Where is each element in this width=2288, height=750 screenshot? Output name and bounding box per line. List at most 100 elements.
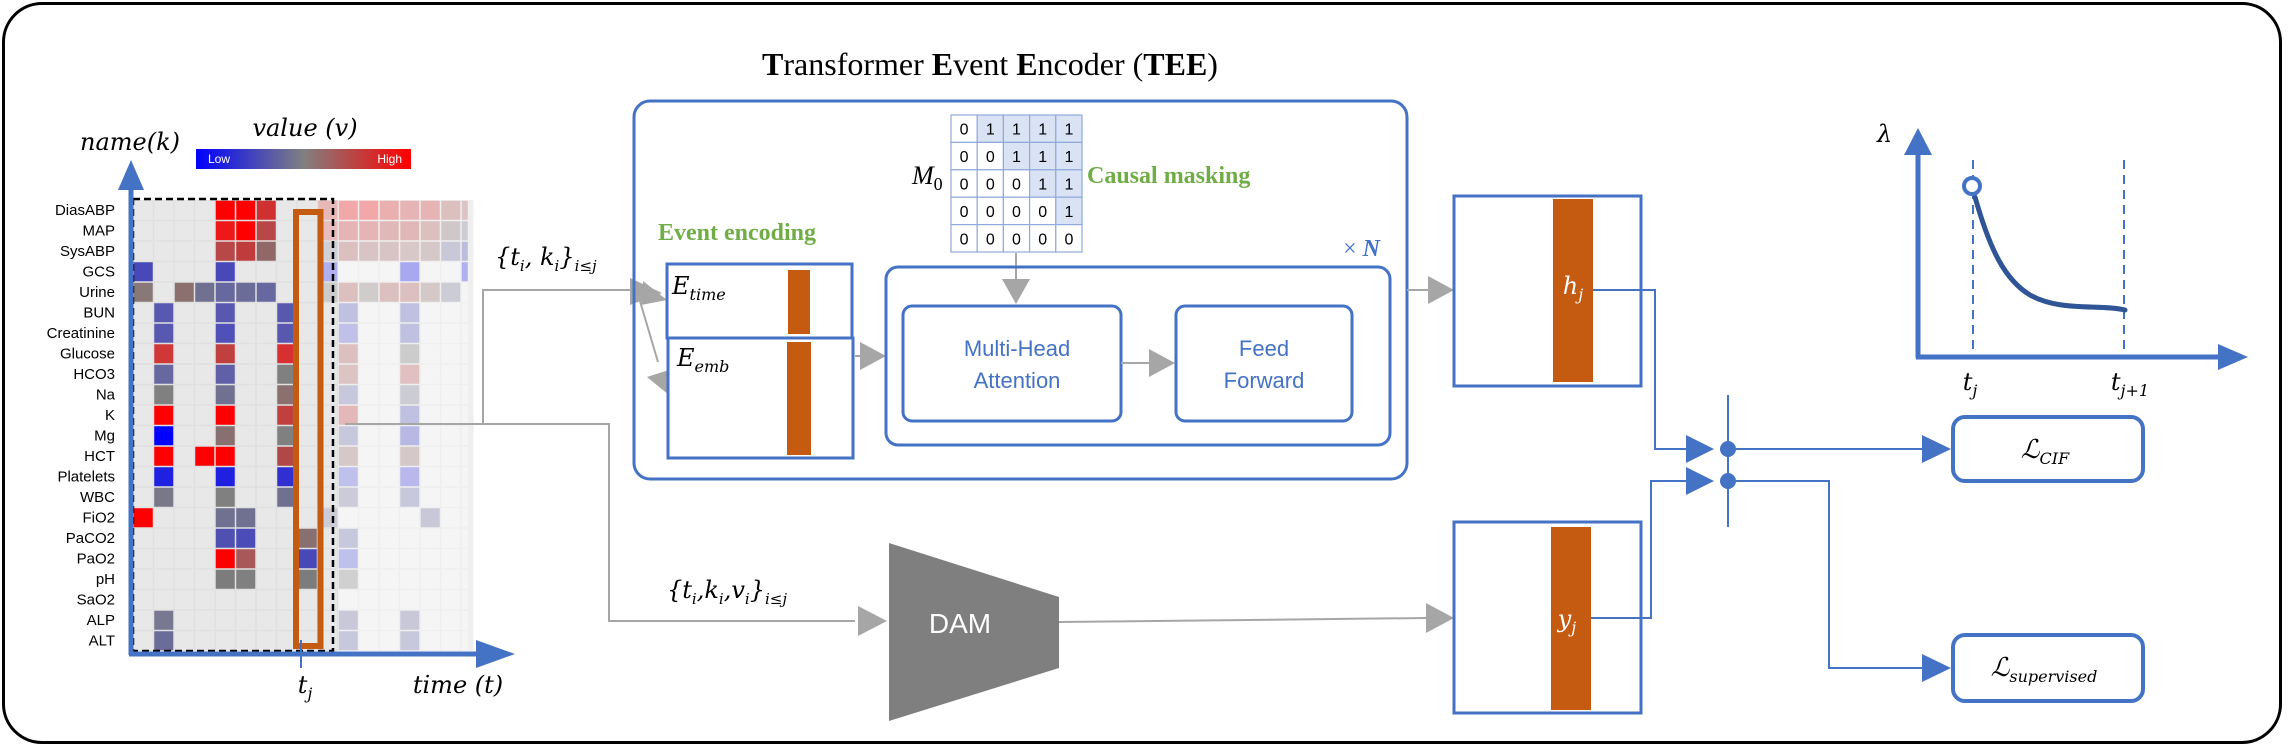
heatmap-cell — [195, 631, 215, 651]
feed-forward-block[interactable] — [1174, 304, 1354, 423]
loss-cif-box[interactable] — [1951, 415, 2145, 483]
heatmap-cell — [379, 364, 399, 384]
heatmap-cell — [133, 405, 153, 425]
row-label: HCO3 — [73, 366, 115, 383]
heatmap-cell — [441, 200, 461, 220]
heatmap-cell — [154, 569, 174, 589]
heatmap-cell — [420, 282, 440, 302]
heatmap-cell — [133, 610, 153, 630]
heatmap-cell — [379, 241, 399, 261]
heatmap-cell — [400, 364, 420, 384]
heatmap-cell — [420, 364, 440, 384]
heatmap-cell — [297, 241, 317, 261]
heatmap-cell — [215, 282, 235, 302]
heatmap-cell — [277, 364, 297, 384]
heatmap-cell — [277, 610, 297, 630]
heatmap-cell — [256, 241, 276, 261]
event-heatmap: DiasABPMAPSysABPGCSUrineBUNCreatinineGlu… — [47, 197, 474, 653]
loss-supervised-box[interactable] — [1951, 633, 2145, 703]
heatmap-cell — [133, 241, 153, 261]
heatmap-cell — [174, 262, 194, 282]
title-part: ransformer — [783, 46, 931, 82]
heatmap-cell — [379, 549, 399, 569]
multi-head-attention-block[interactable] — [901, 304, 1123, 423]
heatmap-cell — [379, 590, 399, 610]
mask-cell-value: 0 — [1038, 231, 1047, 248]
heatmap-cell — [441, 446, 461, 466]
tj-tick-label: tj — [298, 671, 313, 703]
heatmap-cell — [441, 569, 461, 589]
e-emb-box[interactable] — [666, 336, 855, 460]
heatmap-cell — [297, 508, 317, 528]
heatmap-cell — [379, 487, 399, 507]
heatmap-cell — [400, 262, 420, 282]
heatmap-cell — [338, 200, 358, 220]
heatmap-cell — [215, 528, 235, 548]
heatmap-cell — [195, 385, 215, 405]
heatmap-cell — [256, 405, 276, 425]
heatmap-cell — [195, 282, 215, 302]
heatmap-cell — [441, 344, 461, 364]
heatmap-cell — [461, 446, 468, 466]
dam-to-y-wire — [1058, 617, 1427, 623]
lambda-label: λ — [1876, 120, 1892, 148]
heatmap-cell — [133, 303, 153, 323]
heatmap-cell — [133, 487, 153, 507]
heatmap-cell — [461, 364, 468, 384]
heatmap-cell — [215, 631, 235, 651]
row-label: ALP — [87, 612, 115, 629]
heatmap-cell — [277, 385, 297, 405]
row-label: WBC — [80, 489, 115, 506]
heatmap-cell — [195, 590, 215, 610]
heatmap-cell — [195, 528, 215, 548]
heatmap-cell — [236, 467, 256, 487]
heatmap-cell — [441, 549, 461, 569]
heatmap-cell — [400, 569, 420, 589]
heatmap-cell — [215, 405, 235, 425]
heatmap-cell — [400, 446, 420, 466]
heatmap-cell — [256, 303, 276, 323]
heatmap-cell — [133, 262, 153, 282]
heatmap-cell — [338, 221, 358, 241]
heatmap-cell — [133, 344, 153, 364]
heatmap-cell — [277, 405, 297, 425]
heatmap-cell — [461, 549, 468, 569]
heatmap-cell — [277, 549, 297, 569]
heatmap-cell — [154, 631, 174, 651]
loss-supervised-label: ℒsupervised — [1991, 653, 2098, 686]
heatmap-cell — [420, 446, 440, 466]
tee-to-h-arrowhead — [1428, 276, 1454, 304]
heatmap-cell — [359, 405, 379, 425]
heatmap-cell — [174, 364, 194, 384]
heatmap-cell — [359, 262, 379, 282]
heatmap-cell — [400, 508, 420, 528]
heatmap-cell — [400, 241, 420, 261]
dam-block[interactable] — [889, 543, 1059, 721]
event-encoding-label: Event encoding — [658, 220, 816, 246]
row-label: K — [105, 407, 115, 424]
row-label: MAP — [82, 223, 115, 240]
heatmap-cell — [215, 385, 235, 405]
heatmap-cell — [441, 364, 461, 384]
title-part: E — [932, 46, 953, 82]
heatmap-cell — [236, 508, 256, 528]
heatmap-cell — [256, 569, 276, 589]
transformer-layer-stack[interactable] — [884, 265, 1392, 447]
intensity-plot: λ tj tj+1 — [1876, 120, 2248, 400]
heatmap-cell — [256, 364, 276, 384]
heatmap-cell — [297, 590, 317, 610]
mha-to-ff-arrowhead — [1149, 349, 1175, 377]
heatmap-cell — [359, 446, 379, 466]
heatmap-cell — [441, 590, 461, 610]
heatmap-cell — [338, 344, 358, 364]
title-part: ncoder ( — [1038, 46, 1144, 82]
heatmap-cell — [359, 303, 379, 323]
heatmap-cell — [359, 323, 379, 343]
heatmap-cell — [215, 610, 235, 630]
heatmap-cell — [338, 241, 358, 261]
heatmap-cell — [359, 487, 379, 507]
heatmap-cell — [297, 221, 317, 241]
heatmap-cell — [297, 385, 317, 405]
heatmap-cell — [359, 221, 379, 241]
heatmap-cell — [297, 282, 317, 302]
